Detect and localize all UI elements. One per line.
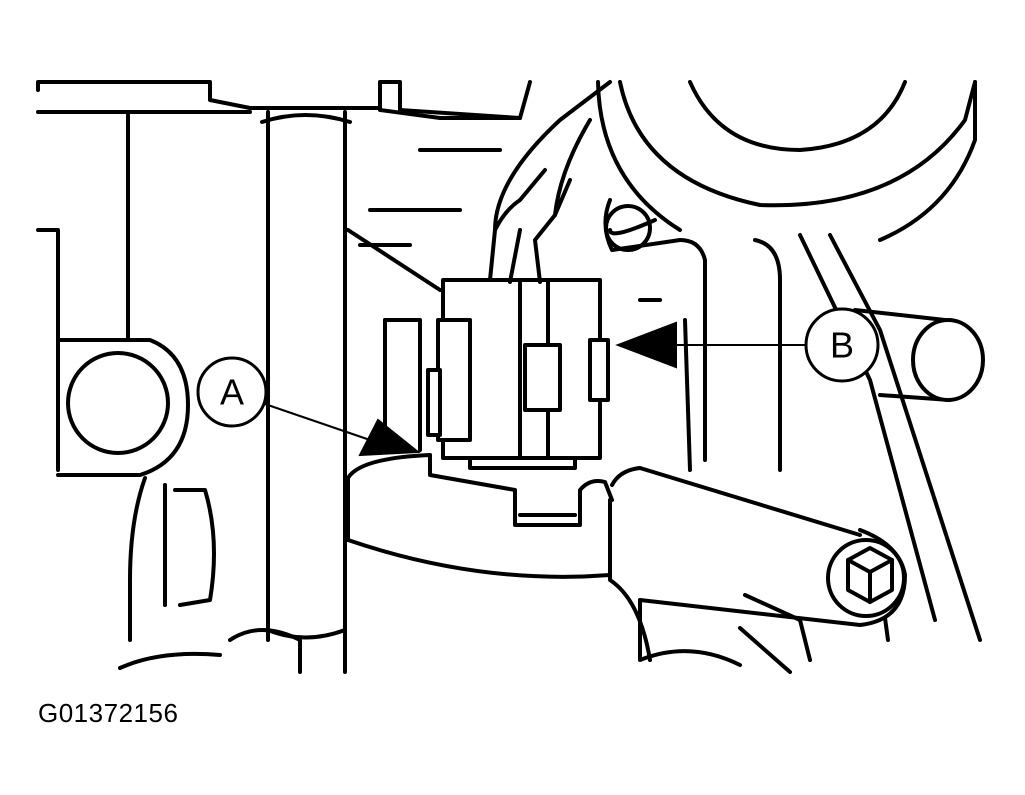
upper-right-pulley <box>596 80 977 252</box>
callout-b: B <box>615 307 880 383</box>
figure-id-label: G01372156 <box>38 698 179 728</box>
bolted-arm <box>610 466 907 667</box>
callout-a-circle <box>196 356 268 428</box>
callout-b-label: B <box>830 325 854 366</box>
callout-a: A <box>196 356 421 457</box>
callout-a-label: A <box>220 372 244 413</box>
callout-a-arrowhead <box>358 418 421 457</box>
upper-housing <box>36 80 532 342</box>
sensor-socket <box>428 453 614 527</box>
callout-b-circle <box>804 307 880 383</box>
left-lower-fitting <box>128 476 216 642</box>
right-shaft <box>853 308 985 402</box>
main-lower-body <box>118 453 652 674</box>
electrical-connector <box>426 278 610 470</box>
callout-b-arrowhead <box>615 321 677 369</box>
left-port-boss <box>36 228 190 477</box>
wire-harness <box>488 80 612 284</box>
right-bracket <box>678 233 982 642</box>
